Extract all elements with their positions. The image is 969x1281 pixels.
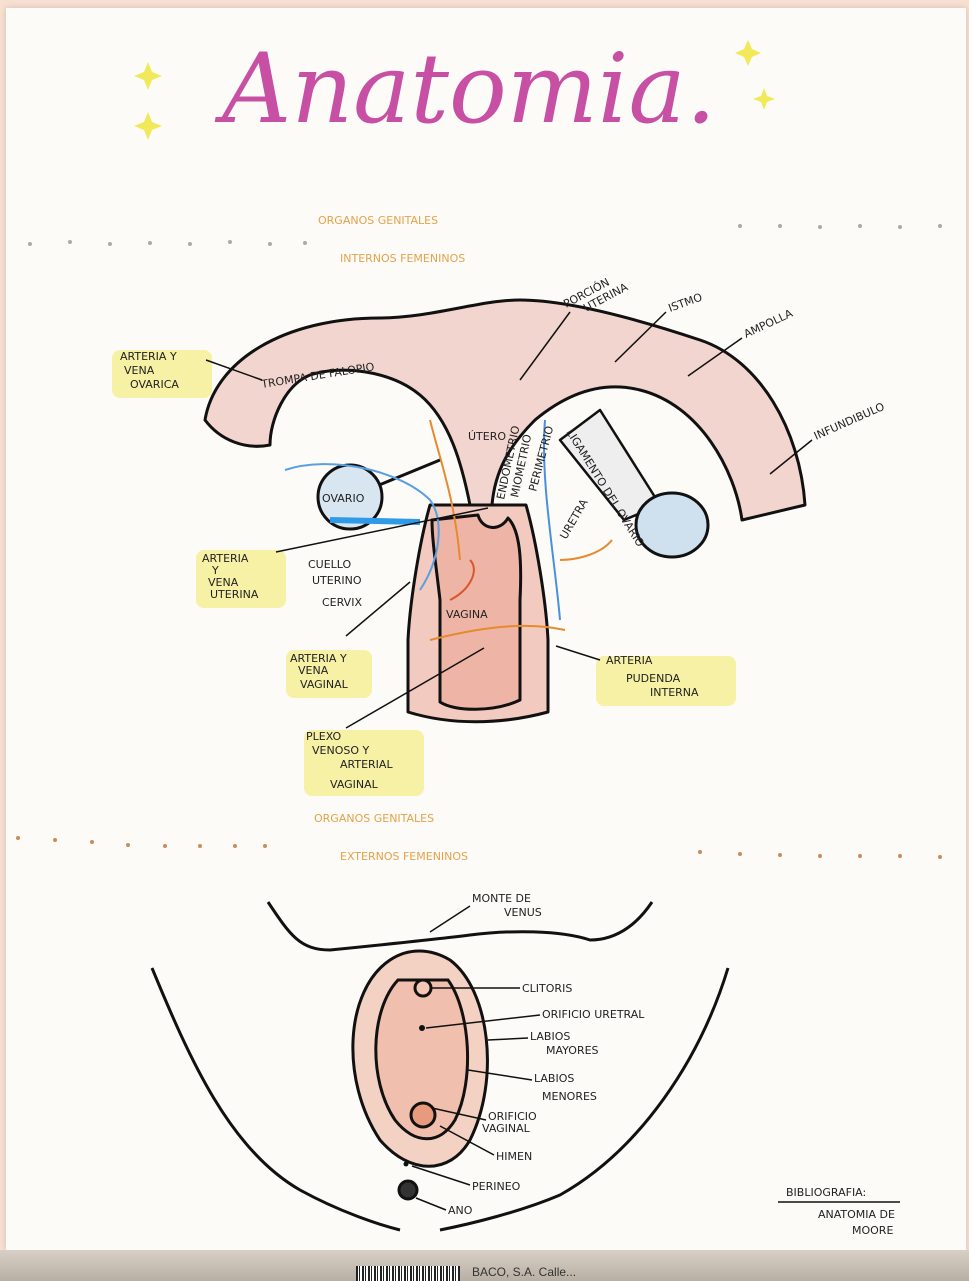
label-cuello-uterino-2: UTERINO [312,574,362,587]
label-labios-menores-2: MENORES [542,1090,597,1103]
label-arteria-ovarica-3: OVARICA [130,378,179,391]
label-monte-venus-2: VENUS [504,906,542,919]
label-ampolla: AMPOLLA [742,307,795,341]
label-orificio-vaginal-2: VAGINAL [482,1122,531,1135]
label-cuello-uterino-1: CUELLO [308,558,352,571]
label-arteria-vaginal-2: VENA [298,664,329,677]
internal-heading-line1: ORGANOS GENITALES [318,214,438,227]
label-plexo-4: VAGINAL [330,778,379,791]
external-heading-line1: ORGANOS GENITALES [314,812,434,825]
external-heading-line2: EXTERNOS FEMENINOS [340,850,468,863]
label-ovario: OVARIO [322,492,365,505]
label-plexo-1: PLEXO [306,730,342,743]
label-plexo-3: ARTERIAL [340,758,393,771]
label-labios-menores-1: LABIOS [534,1072,574,1085]
label-arteria-pudenda-3: INTERNA [650,686,699,699]
label-clitoris: CLITORIS [522,982,572,995]
bibliography-line2: MOORE [852,1224,893,1237]
bibliography-heading: BIBLIOGRAFIA: [786,1186,866,1199]
label-labios-mayores-2: MAYORES [546,1044,599,1057]
bibliography: BIBLIOGRAFIA: ANATOMIA DE MOORE [778,1186,900,1237]
label-monte-venus-1: MONTE DE [472,892,531,905]
svg-text:OVARICA: OVARICA [130,378,179,391]
label-ano: ANO [448,1204,473,1217]
label-labios-mayores-1: LABIOS [530,1030,570,1043]
page-title: Anatomia. [214,33,716,145]
label-orificio-uretral: ORIFICIO URETRAL [542,1008,645,1021]
label-arteria-vaginal-3: VAGINAL [300,678,349,691]
internal-heading-line2: INTERNOS FEMENINOS [340,252,465,265]
dotted-divider-middle [16,836,942,859]
label-plexo-2: VENOSO Y [312,744,369,757]
label-infundibulo: INFUNDIBULO [812,400,887,443]
external-organs-illustration [152,902,728,1230]
label-istmo: ISTMO [667,290,705,314]
label-perineo: PERINEO [472,1180,521,1193]
label-himen: HIMEN [496,1150,532,1163]
perineum-dot [404,1162,409,1167]
label-arteria-pudenda-1: ARTERIA [606,654,653,667]
label-arteria-pudenda-2: PUDENDA [626,672,681,685]
label-arteria-uterina-1: ARTERIA [202,552,249,565]
dotted-divider-top [28,224,942,246]
label-cervix: CERVIX [322,596,362,609]
label-utero: ÚTERO [468,430,506,443]
svg-text:VENA: VENA [124,364,155,377]
label-uretra: URETRA [557,496,591,541]
label-perimetrio: PERIMETRIO [526,424,556,493]
label-arteria-uterina-4: UTERINA [210,588,259,601]
svg-text:ARTERIA Y: ARTERIA Y [120,350,177,363]
label-vagina: VAGINA [446,608,488,621]
bibliography-line1: ANATOMIA DE [818,1208,895,1221]
urethral-dot [419,1025,425,1031]
label-arteria-ovarica-2: VENA [124,364,155,377]
label-arteria-ovarica-1: ARTERIA Y [120,350,177,363]
